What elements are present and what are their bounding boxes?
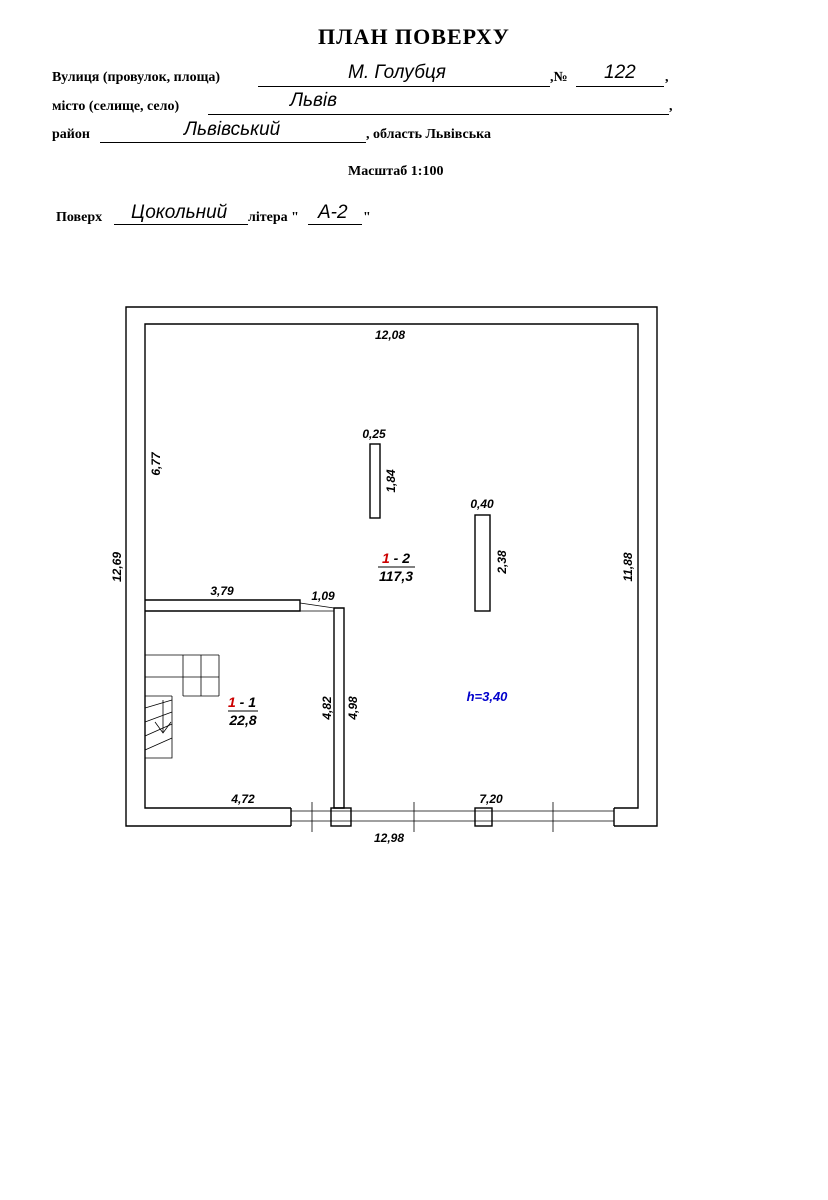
dim-column2-h: 2,38 bbox=[495, 550, 509, 575]
floor-underline bbox=[114, 224, 248, 225]
dim-right-inner: 11,88 bbox=[621, 552, 635, 581]
city-value: Львів bbox=[290, 90, 338, 111]
street-label: Вулиця (провулок, площа) bbox=[52, 70, 221, 85]
dim-column2-w: 0,40 bbox=[470, 497, 494, 511]
dim-bottom-left-wall: 4,72 bbox=[230, 792, 255, 806]
number-label: ,№ bbox=[550, 70, 568, 85]
region-text: , область Львівська bbox=[366, 127, 491, 142]
bottom-stub-left bbox=[330, 807, 352, 827]
room-1-num: 1 bbox=[248, 694, 256, 710]
number-value: 122 bbox=[604, 62, 636, 83]
dim-bottom-opening: 7,20 bbox=[479, 792, 503, 806]
column-2 bbox=[474, 514, 491, 612]
floor-value: Цокольний bbox=[131, 202, 228, 223]
district-label: район bbox=[52, 127, 90, 142]
svg-text:1 - 2: 1 - 2 bbox=[382, 550, 410, 566]
dim-column1-h: 1,84 bbox=[384, 469, 398, 493]
room-1-area: 22,8 bbox=[228, 712, 256, 728]
scale-label: Масштаб 1:100 bbox=[348, 164, 444, 179]
city-underline bbox=[208, 114, 669, 115]
dim-left-upper: 6,77 bbox=[149, 451, 163, 476]
street-underline bbox=[258, 86, 550, 87]
number-underline bbox=[576, 86, 664, 87]
partition-vertical bbox=[333, 607, 345, 809]
letter-close: " bbox=[363, 210, 371, 225]
letter-label: літера " bbox=[248, 210, 299, 225]
room-2-sep: - bbox=[390, 550, 402, 566]
room-label-1: 1 - 1 22,8 bbox=[228, 694, 258, 728]
district-underline bbox=[100, 142, 366, 143]
floor-label: Поверх bbox=[56, 210, 103, 225]
room-2-area: 117,3 bbox=[379, 568, 413, 584]
dim-partition-top: 3,79 bbox=[210, 584, 234, 598]
outer-wall bbox=[125, 306, 658, 827]
dim-room1-right: 4,82 bbox=[320, 696, 334, 721]
ceiling-height: h=3,40 bbox=[467, 689, 509, 704]
dim-top-inner: 12,08 bbox=[375, 328, 405, 342]
dim-left-outer: 12,69 bbox=[110, 552, 124, 582]
dim-door-width: 1,09 bbox=[311, 589, 335, 603]
comma-2: , bbox=[669, 99, 673, 114]
letter-value: А-2 bbox=[318, 202, 348, 223]
district-value: Львівський bbox=[184, 119, 281, 140]
staircase bbox=[144, 654, 220, 759]
bottom-stub-mid bbox=[474, 807, 493, 827]
street-value: М. Голубця bbox=[348, 62, 446, 83]
dim-column1-w: 0,25 bbox=[362, 427, 386, 441]
room-label-2: 1 - 2 117,3 bbox=[378, 550, 415, 584]
room-1-id: 1 bbox=[228, 694, 236, 710]
room-2-num: 2 bbox=[401, 550, 410, 566]
partition-horizontal bbox=[145, 599, 301, 612]
comma-1: , bbox=[665, 70, 669, 85]
column-1 bbox=[369, 443, 381, 519]
svg-text:1 - 1: 1 - 1 bbox=[228, 694, 256, 710]
door-line bbox=[299, 602, 335, 609]
page-title: ПЛАН ПОВЕРХУ bbox=[318, 24, 510, 49]
dim-bottom-outer: 12,98 bbox=[374, 831, 404, 845]
room-1-sep: - bbox=[236, 694, 248, 710]
letter-underline bbox=[308, 224, 362, 225]
inner-wall bbox=[144, 323, 639, 809]
dim-partition-len: 4,98 bbox=[346, 696, 360, 721]
city-label: місто (селище, село) bbox=[52, 99, 180, 114]
room-2-id: 1 bbox=[382, 550, 390, 566]
